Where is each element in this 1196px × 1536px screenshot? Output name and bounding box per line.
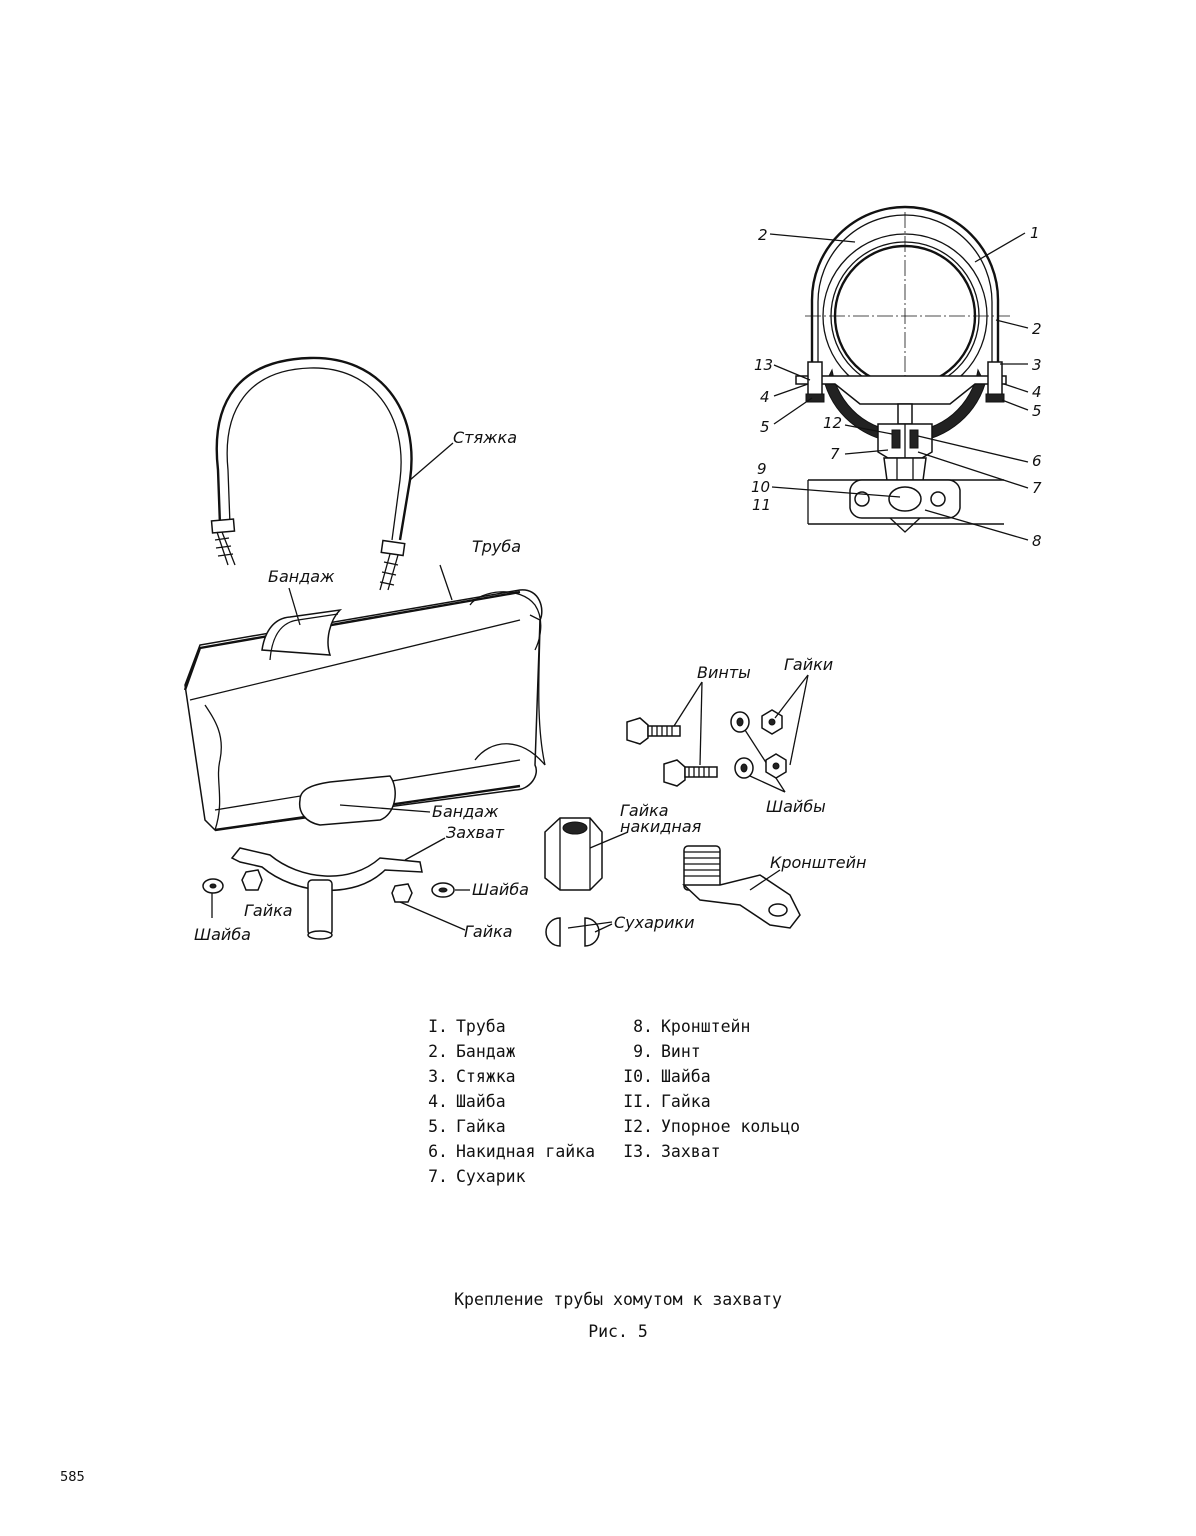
legend-item: I. Труба	[418, 1014, 618, 1039]
label-shaiba-left: Шайба	[194, 925, 251, 944]
label-stjazhka: Стяжка	[453, 428, 517, 447]
clamp-part	[230, 847, 423, 940]
suharik-1	[545, 917, 561, 947]
callout-11: 11	[752, 496, 771, 514]
screw-2	[663, 759, 718, 787]
page-number: 585	[60, 1470, 85, 1485]
label-gaika-nakidnaya-1: Гайка	[620, 801, 669, 820]
legend-item: I3. Захват	[623, 1139, 853, 1164]
legend-number: I.	[428, 1017, 448, 1036]
strap-ubolt	[210, 356, 413, 591]
callout-5-right: 5	[1032, 402, 1042, 420]
screw-1	[626, 717, 681, 745]
callout-12: 12	[823, 414, 842, 432]
callout-1: 1	[1030, 224, 1040, 242]
callout-4-right: 4	[1032, 383, 1042, 401]
legend-label: Кронштейн	[661, 1017, 751, 1036]
label-shaiby: Шайбы	[766, 797, 826, 816]
bracket-part	[682, 845, 801, 929]
label-bandazh-bottom: Бандаж	[432, 802, 499, 821]
legend-label: Шайба	[661, 1067, 711, 1086]
callout-2-top: 2	[758, 226, 768, 244]
legend-label: Шайба	[456, 1092, 506, 1111]
legend-number: 5.	[428, 1117, 448, 1136]
legend-number: 3.	[428, 1067, 448, 1086]
legend-label: Накидная гайка	[456, 1142, 596, 1161]
legend-label: Захват	[661, 1142, 721, 1161]
label-bandazh-top: Бандаж	[268, 567, 335, 586]
legend-item: 7. Сухарик	[418, 1164, 618, 1189]
legend-number: I0.	[623, 1067, 653, 1086]
legend-label: Стяжка	[456, 1067, 516, 1086]
legend-item: 8. Кронштейн	[623, 1014, 853, 1039]
legend-item: 3. Стяжка	[418, 1064, 618, 1089]
legend-label: Гайка	[456, 1117, 506, 1136]
suharik-2	[584, 917, 600, 947]
pipe-body	[183, 589, 546, 832]
legend-number: 4.	[428, 1092, 448, 1111]
callout-7-right: 7	[1032, 479, 1042, 497]
section-view: 2 1 2 3 4 5 13 4 5 12 7 6 7 9 10 11 8	[751, 205, 1042, 550]
label-vinty: Винты	[697, 663, 751, 682]
legend-number: II.	[623, 1092, 653, 1111]
label-suhariki: Сухарики	[614, 913, 695, 932]
legend-number: 6.	[428, 1142, 448, 1161]
legend-item: 6. Накидная гайка	[418, 1139, 618, 1164]
legend-item: I2. Упорное кольцо	[623, 1114, 853, 1139]
nut-right	[391, 883, 413, 903]
callout-7-left: 7	[830, 445, 840, 463]
legend-item: 9. Винт	[623, 1039, 853, 1064]
figure-caption: Крепление трубы хомутом к захвату	[454, 1290, 782, 1309]
nut-left	[241, 869, 263, 891]
legend-number: 8.	[633, 1017, 653, 1036]
legend-column-right: 8. Кронштейн 9. Винт I0. Шайба II. Гайка I2.…	[623, 1014, 853, 1164]
callout-4-left: 4	[760, 388, 770, 406]
callout-6: 6	[1032, 452, 1042, 470]
exploded-view: Стяжка Труба Бандаж Бандаж	[183, 356, 866, 947]
label-shaiba-right: Шайба	[472, 880, 529, 899]
legend-number: 7.	[428, 1167, 448, 1186]
callout-10: 10	[751, 478, 770, 496]
legend-number: 2.	[428, 1042, 448, 1061]
legend-label: Гайка	[661, 1092, 711, 1111]
legend-item: 2. Бандаж	[418, 1039, 618, 1064]
legend-item: I0. Шайба	[623, 1064, 853, 1089]
label-gaika-nakidnaya-2: накидная	[620, 817, 702, 836]
legend-item: II. Гайка	[623, 1089, 853, 1114]
legend-number: I3.	[623, 1142, 653, 1161]
callout-9: 9	[757, 460, 767, 478]
legend-label: Бандаж	[456, 1042, 516, 1061]
legend-number: 9.	[633, 1042, 653, 1061]
callout-3: 3	[1032, 356, 1042, 374]
label-kronshtein: Кронштейн	[770, 853, 866, 872]
legend-item: 4. Шайба	[418, 1089, 618, 1114]
callout-2-right: 2	[1032, 320, 1042, 338]
callout-5-left: 5	[760, 418, 770, 436]
legend-label: Сухарик	[456, 1167, 526, 1186]
callout-13: 13	[754, 356, 773, 374]
label-truba: Труба	[472, 537, 521, 556]
legend-column-left: I. Труба 2. Бандаж 3. Стяжка 4. Шайба 5. Гайк…	[418, 1014, 618, 1189]
label-gaiki: Гайки	[784, 655, 833, 674]
strap-section	[810, 205, 1000, 370]
label-zahvat: Захват	[446, 823, 505, 842]
legend-label: Труба	[456, 1017, 506, 1036]
callout-8: 8	[1032, 532, 1042, 550]
cap-nut	[544, 817, 603, 891]
label-gaika-right: Гайка	[464, 922, 513, 941]
figure-number: Рис. 5	[588, 1322, 648, 1341]
label-gaika-left: Гайка	[244, 901, 293, 920]
legend-label: Упорное кольцо	[661, 1117, 801, 1136]
legend-number: I2.	[623, 1117, 653, 1136]
legend-item: 5. Гайка	[418, 1114, 618, 1139]
legend-label: Винт	[661, 1042, 701, 1061]
